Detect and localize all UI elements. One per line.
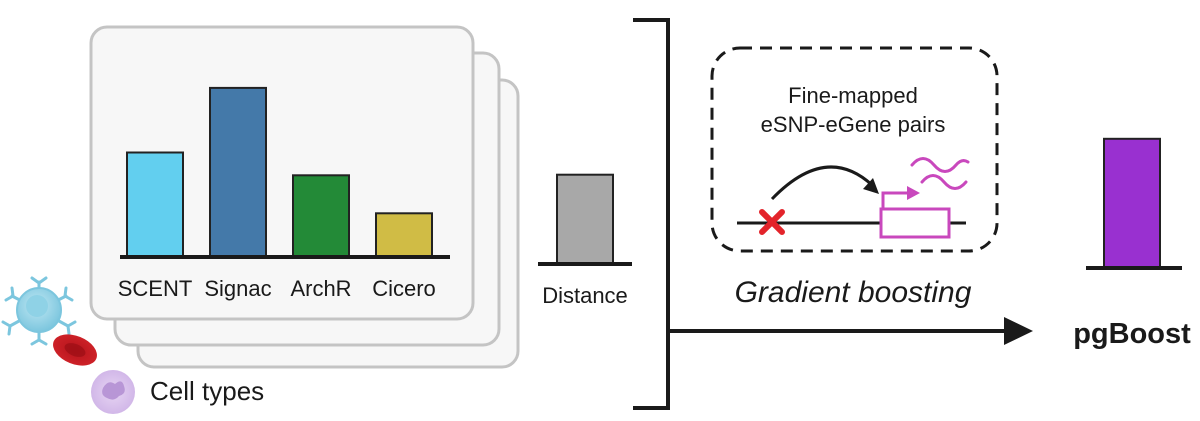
bar-scent	[126, 151, 184, 258]
esnp-egene-illustration	[737, 157, 970, 239]
promoter-arrow-icon	[881, 191, 908, 209]
regulation-arrow-head-icon	[863, 178, 879, 194]
method-labels: SCENT Signac ArchR Cicero	[118, 276, 436, 301]
bar-label-cicero: Cicero	[372, 276, 436, 301]
fine-mapped-title-line2: eSNP-eGene pairs	[761, 112, 946, 137]
regulation-arrow	[770, 165, 874, 201]
gene-box-icon	[879, 207, 951, 239]
red-blood-cell-icon	[53, 334, 97, 366]
distance-label: Distance	[542, 283, 628, 308]
bar-cicero	[375, 212, 433, 259]
gradient-boosting-label: Gradient boosting	[735, 276, 972, 309]
bar-label-scent: SCENT	[118, 276, 193, 301]
flow-arrow-head-icon	[1004, 317, 1033, 345]
fine-mapped-box	[710, 46, 999, 253]
method-bars	[126, 86, 433, 259]
transcript-wave-2-icon	[920, 174, 968, 190]
snp-x-icon	[759, 209, 785, 235]
bar-label-signac: Signac	[204, 276, 271, 301]
bar-label-archr: ArchR	[290, 276, 351, 301]
neutrophil-icon	[91, 370, 135, 414]
distance-bar	[556, 173, 614, 265]
bar-archr	[292, 174, 350, 258]
transcript-wave-1-icon	[910, 157, 970, 173]
lymphocyte-icon	[1, 276, 77, 346]
promoter-arrow-head-icon	[907, 186, 920, 200]
pgboost-label: pgBoost	[1073, 318, 1191, 350]
fine-mapped-title-line1: Fine-mapped	[788, 83, 918, 108]
cell-types-label: Cell types	[150, 376, 264, 406]
merge-bracket	[633, 18, 670, 410]
pgboost-bar	[1103, 137, 1161, 269]
bar-signac	[209, 86, 267, 259]
